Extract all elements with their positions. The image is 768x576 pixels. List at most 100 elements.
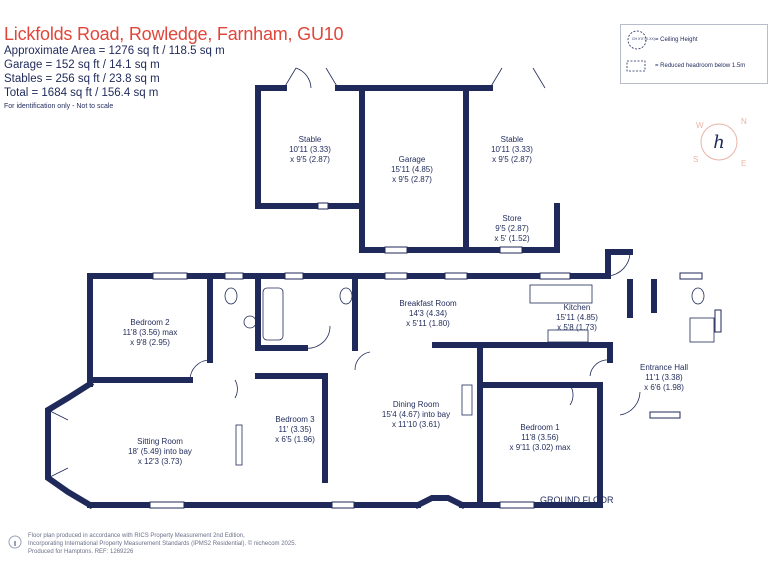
store-walls [463,203,560,253]
kitchen-island [547,329,589,343]
legend: CH X'X"(X.XX) = Ceiling Height = Reduced… [620,24,768,84]
room-name: Stable [298,135,322,144]
window [384,246,408,254]
room-dim: 15'11 (4.85) [556,313,598,322]
bay-doors [47,409,69,479]
room-bedroom1: Bedroom 1 11'8 (3.56) x 9'11 (3.02) max [510,423,571,453]
reduced-headroom-legend: = Reduced headroom below 1.5m [655,63,746,69]
approx-area: Approximate Area = 1276 sq ft / 118.5 sq… [4,45,225,57]
stable-left-walls [255,85,365,209]
sitting-bay [45,379,95,510]
room-sitting: Sitting Room 18' (5.49) into bay x 12'3 … [128,437,192,467]
stable-left-doors [283,67,339,89]
bath-icon [262,287,284,341]
garage-area: Garage = 152 sq ft / 14.1 sq m [4,59,160,71]
room-name: Bedroom 3 [275,415,315,424]
kitchen-door [589,359,611,377]
room-name: Bedroom 1 [520,423,560,432]
room-dim: x 9'5 (2.87) [392,175,432,184]
ceiling-height-icon [627,30,647,50]
room-name: Stable [500,135,524,144]
garage-bottom [359,203,469,253]
room-name: Store [502,214,522,223]
ceiling-icon-text: CH X'X"(X.XX) [632,37,655,41]
room-dim: 11'8 (3.56) max [122,328,178,337]
footer-line: Incorporating International Property Mea… [28,541,297,547]
room-dim: x 9'5 (2.87) [290,155,330,164]
room-dim: x 5'8 (1.73) [557,323,597,332]
doors [47,67,641,479]
room-name: Sitting Room [137,437,183,446]
window [499,246,523,254]
room-store: Store 9'5 (2.87) x 5' (1.52) [494,214,529,244]
room-dim: 15'4 (4.67) into bay [381,410,451,419]
page-title: Lickfolds Road, Rowledge, Farnham, GU10 [4,24,344,44]
dining-door [354,351,371,371]
window [539,272,571,280]
toilet-icon [224,287,238,305]
room-stable-left: Stable 10'11 (3.33) x 9'5 (2.87) [289,135,331,165]
window [499,501,535,509]
window [384,272,408,280]
room-dim: 11'1 (3.38) [645,373,683,382]
compass-ring [700,123,738,161]
room-name: Kitchen [563,303,591,312]
logo-h: h [713,132,725,153]
house-right-step [573,382,603,423]
room-breakfast: Breakfast Room 14'3 (4.34) x 5'11 (1.80) [399,299,456,329]
room-dim: x 9'11 (3.02) max [509,443,571,452]
sink-icon [243,315,257,329]
room-stable-right: Stable 10'11 (3.33) x 9'5 (2.87) [491,135,533,165]
ceiling-height-legend: = Ceiling Height [655,37,698,43]
room-kitchen: Kitchen 15'11 (4.85) x 5'8 (1.73) [556,303,598,333]
room-dim: 10'11 (3.33) [491,145,533,154]
compass-e: E [741,159,746,168]
kitchen-bottom [480,342,613,363]
window [317,202,329,210]
window [224,272,244,280]
room-dim: x 6'5 (1.96) [275,435,315,444]
chimney [461,384,473,416]
room-dim: 11' (3.35) [278,425,312,434]
dining-bay [413,495,467,510]
kitchen-counter [529,284,593,304]
room-dim: x 11'10 (3.61) [391,420,441,429]
compass-s: S [693,155,698,164]
room-dim: 11'8 (3.56) [521,433,559,442]
entrance-walls [605,249,633,279]
window [284,272,304,280]
compass-n: N [741,117,747,126]
room-dim: x 6'6 (1.98) [644,383,684,392]
room-dining: Dining Room 15'4 (4.67) into bay x 11'10… [382,400,450,430]
stable-right-doors [489,67,546,89]
room-dim: x 9'8 (2.95) [130,338,170,347]
room-dim: x 12'3 (3.73) [137,457,183,466]
room-entrance: Entrance Hall 11'1 (3.38) x 6'6 (1.98) [640,363,688,393]
fireplace [235,424,243,466]
room-dim: 9'5 (2.87) [495,224,529,233]
footer-line: Produced for Hamptons. REF: 1269226 [28,549,134,555]
window [714,309,722,333]
scale-note: For identification only - Not to scale [4,103,114,110]
room-dim: 14'3 (4.34) [408,309,447,318]
stables-area: Stables = 256 sq ft / 23.8 sq m [4,73,160,85]
total-area: Total = 1684 sq ft / 156.4 sq m [4,87,159,99]
bedroom3-box [255,373,328,483]
room-bedroom2: Bedroom 2 11'8 (3.56) max x 9'8 (2.95) [123,318,178,348]
room-garage: Garage 15'11 (4.85) x 9'5 (2.87) [391,155,433,185]
reduced-headroom-icon [626,60,646,72]
room-dim: 15'11 (4.85) [391,165,433,174]
room-name: Entrance Hall [639,363,689,372]
bedroom2-door [189,359,211,381]
rear-door [607,251,631,277]
window [679,272,703,280]
bedroom1-door [569,384,574,406]
window [149,501,185,509]
compass-w: W [696,121,704,130]
room-bedroom3: Bedroom 3 11' (3.35) x 6'5 (1.96) [275,415,315,445]
room-name: Dining Room [392,400,440,409]
footer-line: Floor plan produced in accordance with R… [28,533,245,539]
room-dim: x 5' (1.52) [494,234,530,243]
footer-info-icon [8,535,22,549]
